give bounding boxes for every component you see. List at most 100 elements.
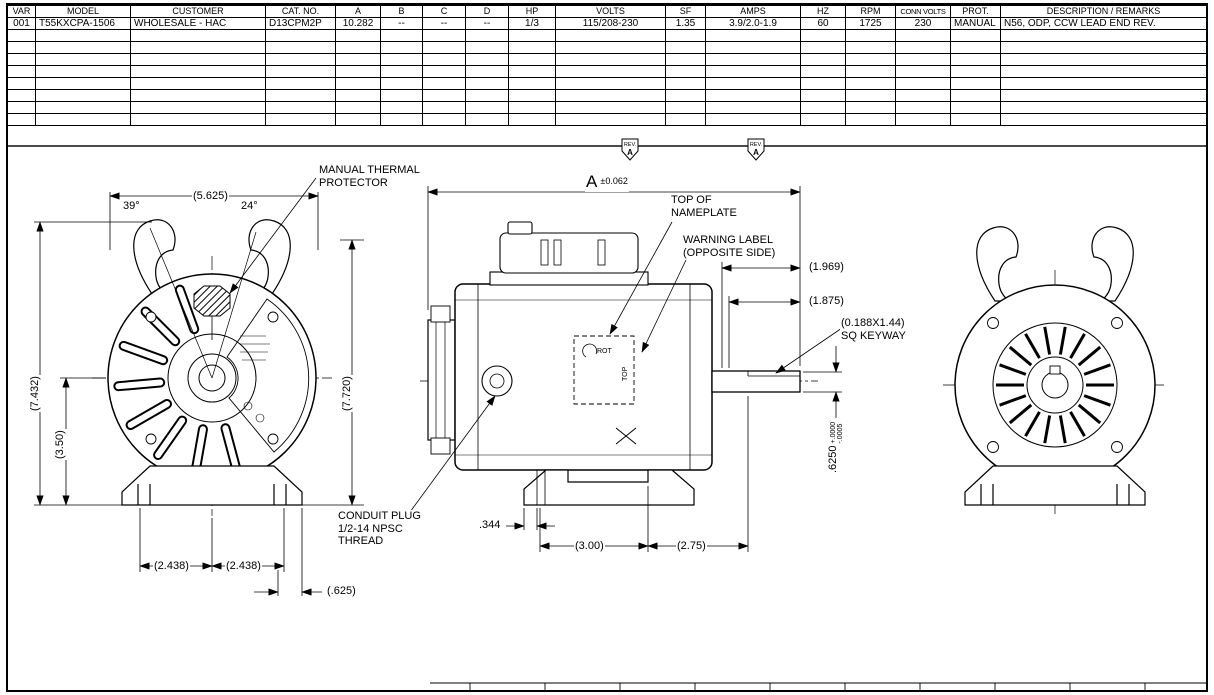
ear-angle-lines xyxy=(149,227,257,379)
spec-empty-cell xyxy=(265,77,336,90)
spec-empty-cell xyxy=(7,53,36,66)
spec-empty-cell xyxy=(665,53,706,66)
spec-cell-a: 10.282 xyxy=(335,17,381,30)
spec-empty-cell xyxy=(705,41,801,54)
spec-empty-cell xyxy=(950,53,1001,66)
spec-empty-cell xyxy=(422,65,466,78)
spec-empty-cell xyxy=(422,77,466,90)
col-header-volts: VOLTS xyxy=(555,5,666,18)
spec-cell-var: 001 xyxy=(7,17,36,30)
spec-empty-cell xyxy=(422,113,466,126)
spec-empty-cell xyxy=(555,77,666,90)
mounting-feet xyxy=(121,465,303,506)
spec-empty-cell xyxy=(508,29,556,42)
spec-empty-row xyxy=(7,29,1207,42)
spec-empty-cell xyxy=(800,89,846,102)
spec-empty-cell xyxy=(35,89,131,102)
spec-empty-cell xyxy=(800,101,846,114)
spec-empty-cell xyxy=(35,53,131,66)
spec-empty-cell xyxy=(380,77,423,90)
warning-label-callout: WARNING LABEL (OPPOSITE SIDE) xyxy=(682,234,777,260)
dim-shaft-ext-1: (1.969) xyxy=(808,261,845,274)
spec-empty-cell xyxy=(845,53,896,66)
dim-shaft-ext-2: (1.875) xyxy=(808,295,845,308)
col-header-customer: CUSTOMER xyxy=(130,5,266,18)
dim-overall-length: A ±0.062 xyxy=(585,172,629,192)
spec-empty-cell xyxy=(465,77,509,90)
spec-empty-cell xyxy=(895,89,951,102)
spec-empty-cell xyxy=(265,65,336,78)
spec-empty-cell xyxy=(35,101,131,114)
spec-empty-cell xyxy=(1000,29,1207,42)
spec-cell-description: N56, ODP, CCW LEAD END REV. xyxy=(1000,17,1207,30)
spec-empty-cell xyxy=(508,77,556,90)
spec-empty-cell xyxy=(508,89,556,102)
spec-empty-cell xyxy=(422,89,466,102)
col-header-rpm: RPM xyxy=(845,5,896,18)
spec-empty-cell xyxy=(800,53,846,66)
spec-empty-cell xyxy=(845,77,896,90)
thermal-protector xyxy=(193,285,231,340)
col-header-c: C xyxy=(422,5,466,18)
spec-empty-cell xyxy=(265,53,336,66)
top-of-nameplate-callout: TOP OF NAMEPLATE xyxy=(670,194,738,220)
spec-empty-cell xyxy=(555,101,666,114)
dim-foot-slot: .344 xyxy=(478,519,502,532)
spec-empty-cell xyxy=(1000,65,1207,78)
spec-empty-cell xyxy=(422,41,466,54)
dim-foot-offset: (.625) xyxy=(326,585,357,598)
mounting-hole-mark xyxy=(615,427,637,445)
conduit-plug-callout: CONDUIT PLUG 1/2-14 NPSC THREAD xyxy=(337,510,422,548)
spec-empty-cell xyxy=(335,113,381,126)
spec-empty-cell xyxy=(665,89,706,102)
spec-cell-model: T55KXCPA-1506 xyxy=(35,17,131,30)
spec-empty-cell xyxy=(950,65,1001,78)
col-header-description: DESCRIPTION / REMARKS xyxy=(1000,5,1207,18)
spec-empty-cell xyxy=(508,101,556,114)
col-header-var: VAR xyxy=(7,5,36,18)
spec-empty-row xyxy=(7,65,1207,78)
col-header-hz: HZ xyxy=(800,5,846,18)
spec-empty-cell xyxy=(895,77,951,90)
spec-header-row: VAR MODEL CUSTOMER CAT. NO. A B C D HP V… xyxy=(7,5,1207,18)
spec-empty-cell xyxy=(465,101,509,114)
spec-empty-cell xyxy=(705,53,801,66)
spec-empty-cell xyxy=(335,77,381,90)
through-bolts xyxy=(987,317,1123,453)
spec-cell-hp: 1/3 xyxy=(508,17,556,30)
spec-empty-cell xyxy=(35,77,131,90)
col-header-d: D xyxy=(465,5,509,18)
spec-empty-cell xyxy=(130,29,266,42)
spec-empty-cell xyxy=(508,41,556,54)
spec-cell-b: -- xyxy=(380,17,423,30)
spec-empty-cell xyxy=(465,53,509,66)
spec-cell-sf: 1.35 xyxy=(665,17,706,30)
spec-empty-cell xyxy=(665,77,706,90)
spec-empty-cell xyxy=(1000,41,1207,54)
spec-empty-cell xyxy=(665,101,706,114)
spec-cell-d: -- xyxy=(465,17,509,30)
spec-empty-cell xyxy=(555,29,666,42)
shaft-dia-value: .6250 xyxy=(827,445,839,473)
rev-flag-left: REV. A xyxy=(621,138,639,161)
keyway-notch xyxy=(1049,365,1061,375)
spec-empty-cell xyxy=(465,29,509,42)
spec-empty-cell xyxy=(665,65,706,78)
spec-empty-cell xyxy=(380,101,423,114)
spec-empty-cell xyxy=(800,41,846,54)
spec-cell-conn-volts: 230 xyxy=(895,17,951,30)
dim-centerline-height: (3.50) xyxy=(54,429,67,460)
spec-empty-cell xyxy=(7,29,36,42)
left-end-view xyxy=(107,219,317,506)
spec-empty-cell xyxy=(705,89,801,102)
spec-empty-cell xyxy=(845,89,896,102)
clamp-bolts xyxy=(145,311,279,445)
dim-shaft-diameter: .6250+.0000-.0005 xyxy=(827,420,844,474)
spec-empty-cell xyxy=(130,77,266,90)
spec-empty-cell xyxy=(950,89,1001,102)
rev-flag-value: A xyxy=(627,148,633,157)
spec-empty-cell xyxy=(508,65,556,78)
spec-data-row: 001 T55KXCPA-1506 WHOLESALE - HAC D13CPM… xyxy=(7,17,1207,30)
lifting-ears xyxy=(133,219,291,295)
